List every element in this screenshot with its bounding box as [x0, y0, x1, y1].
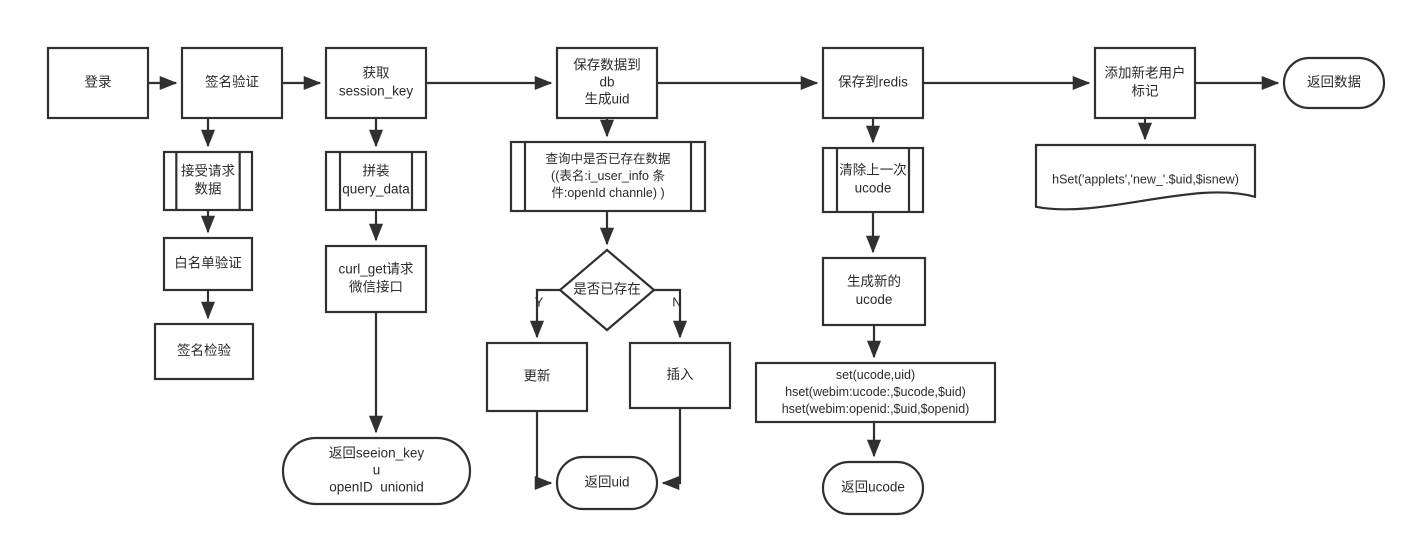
node-label-decision-exists: 是否已存在	[573, 282, 641, 297]
node-label-save-db: 生成uid	[584, 92, 629, 107]
edge-update-to-return-uid	[534, 411, 553, 491]
node-label-clear-last-ucode: ucode	[855, 181, 892, 196]
node-label-update: 更新	[524, 369, 551, 384]
node-label-add-user-flag: 添加新老用户	[1105, 65, 1186, 81]
node-label-save-redis: 保存到redis	[838, 75, 908, 90]
node-label-return-session: u	[373, 463, 381, 478]
node-sign-check[interactable]: 签名检验	[153, 322, 255, 381]
node-decision-exists[interactable]: 是否已存在	[558, 248, 656, 332]
node-label-gen-new-ucode: ucode	[856, 292, 893, 307]
node-label-query-exists: 件:openId channle) )	[551, 186, 664, 200]
node-label-receive-request: 数据	[195, 182, 222, 197]
node-label-receive-request: 接受请求	[181, 163, 235, 179]
node-update[interactable]: 更新	[485, 341, 589, 413]
node-label-login: 登录	[85, 75, 112, 90]
node-label-get-session-key: 获取	[363, 66, 390, 81]
edge-decision-exists-to-update: Y	[529, 288, 560, 339]
node-label-sign-check: 签名检验	[177, 342, 231, 358]
node-label-insert: 插入	[667, 367, 695, 382]
node-save-db[interactable]: 保存数据到 db 生成uid	[555, 46, 659, 120]
node-insert[interactable]: 插入	[628, 341, 732, 410]
node-label-return-uid: 返回uid	[584, 475, 629, 490]
node-return-data[interactable]: 返回数据	[1282, 56, 1386, 110]
node-label-save-db: 保存数据到	[573, 58, 641, 73]
node-label-build-query: query_data	[342, 182, 410, 197]
node-label-query-exists: 查询中是否已存在数据	[545, 151, 670, 166]
node-label-query-exists: ((表名:i_user_info 条	[551, 168, 665, 183]
node-label-add-user-flag: 标记	[1132, 84, 1159, 99]
node-label-return-session: openID unionid	[329, 480, 424, 495]
node-return-uid[interactable]: 返回uid	[555, 455, 659, 511]
node-label-return-ucode: 返回ucode	[841, 480, 905, 495]
node-label-curl-get: curl_get请求	[338, 262, 414, 277]
node-sign-verify[interactable]: 签名验证	[180, 46, 284, 120]
node-label-gen-new-ucode: 生成新的	[847, 274, 901, 289]
node-label-whitelist: 白名单验证	[174, 256, 242, 271]
node-label-hset-applets: hSet('applets','new_'.$uid,$isnew)	[1052, 172, 1239, 186]
edge-decision-exists-to-insert: N	[654, 288, 688, 339]
node-label-curl-get: 微信接口	[349, 279, 403, 295]
edge-insert-to-return-uid	[661, 408, 682, 491]
node-label-redis-commands: hset(webim:openid:,$uid,$openid)	[782, 402, 970, 416]
node-label-return-data: 返回数据	[1307, 75, 1361, 90]
node-clear-last-ucode[interactable]: 清除上一次 ucode	[821, 146, 925, 214]
node-label-build-query: 拼装	[363, 164, 390, 179]
node-get-session-key[interactable]: 获取 session_key	[324, 46, 428, 120]
node-redis-commands[interactable]: set(ucode,uid) hset(webim:ucode:,$ucode,$…	[754, 361, 997, 424]
node-label-sign-verify: 签名验证	[205, 74, 259, 90]
node-build-query[interactable]: 拼装 query_data	[324, 150, 428, 212]
node-gen-new-ucode[interactable]: 生成新的 ucode	[821, 256, 927, 327]
edge-label-n: N	[672, 294, 681, 309]
node-return-ucode[interactable]: 返回ucode	[821, 460, 925, 516]
node-layer: 登录 签名验证 获取 session_key 保存数据到 db 生成uid 保存到redis 添…	[46, 46, 1386, 516]
node-label-clear-last-ucode: 清除上一次	[839, 163, 907, 178]
node-label-return-session: 返回seeion_key	[329, 446, 425, 461]
edge-label-y: Y	[535, 294, 544, 309]
node-save-redis[interactable]: 保存到redis	[821, 46, 925, 120]
node-query-exists[interactable]: 查询中是否已存在数据 ((表名:i_user_info 条件:openId cha…	[509, 140, 707, 213]
node-label-get-session-key: session_key	[339, 84, 414, 99]
node-whitelist[interactable]: 白名单验证	[162, 236, 254, 292]
node-hset-applets[interactable]: hSet('applets','new_'.$uid,$isnew)	[1034, 143, 1257, 211]
node-label-redis-commands: set(ucode,uid)	[836, 368, 915, 382]
node-label-save-db: db	[599, 75, 614, 90]
node-login[interactable]: 登录	[46, 46, 150, 120]
node-label-redis-commands: hset(webim:ucode:,$ucode,$uid)	[785, 385, 966, 399]
